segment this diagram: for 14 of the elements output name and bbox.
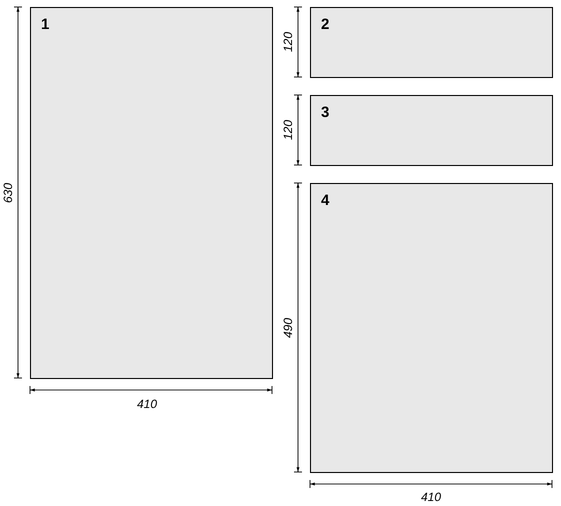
panel-number: 3 <box>321 104 330 121</box>
panel-number: 4 <box>321 192 330 209</box>
panel-number: 1 <box>41 16 50 33</box>
dimension-label: 630 <box>1 182 16 204</box>
dimension-label: 410 <box>137 397 158 411</box>
panel <box>30 7 273 379</box>
dimension-label: 490 <box>281 318 296 338</box>
panel-number: 2 <box>321 16 330 33</box>
panel <box>310 95 553 166</box>
dimension-label: 120 <box>281 32 296 52</box>
dimension-label: 120 <box>281 120 296 140</box>
dimension-label: 410 <box>421 490 442 504</box>
panel <box>310 7 553 78</box>
panel <box>310 183 553 473</box>
